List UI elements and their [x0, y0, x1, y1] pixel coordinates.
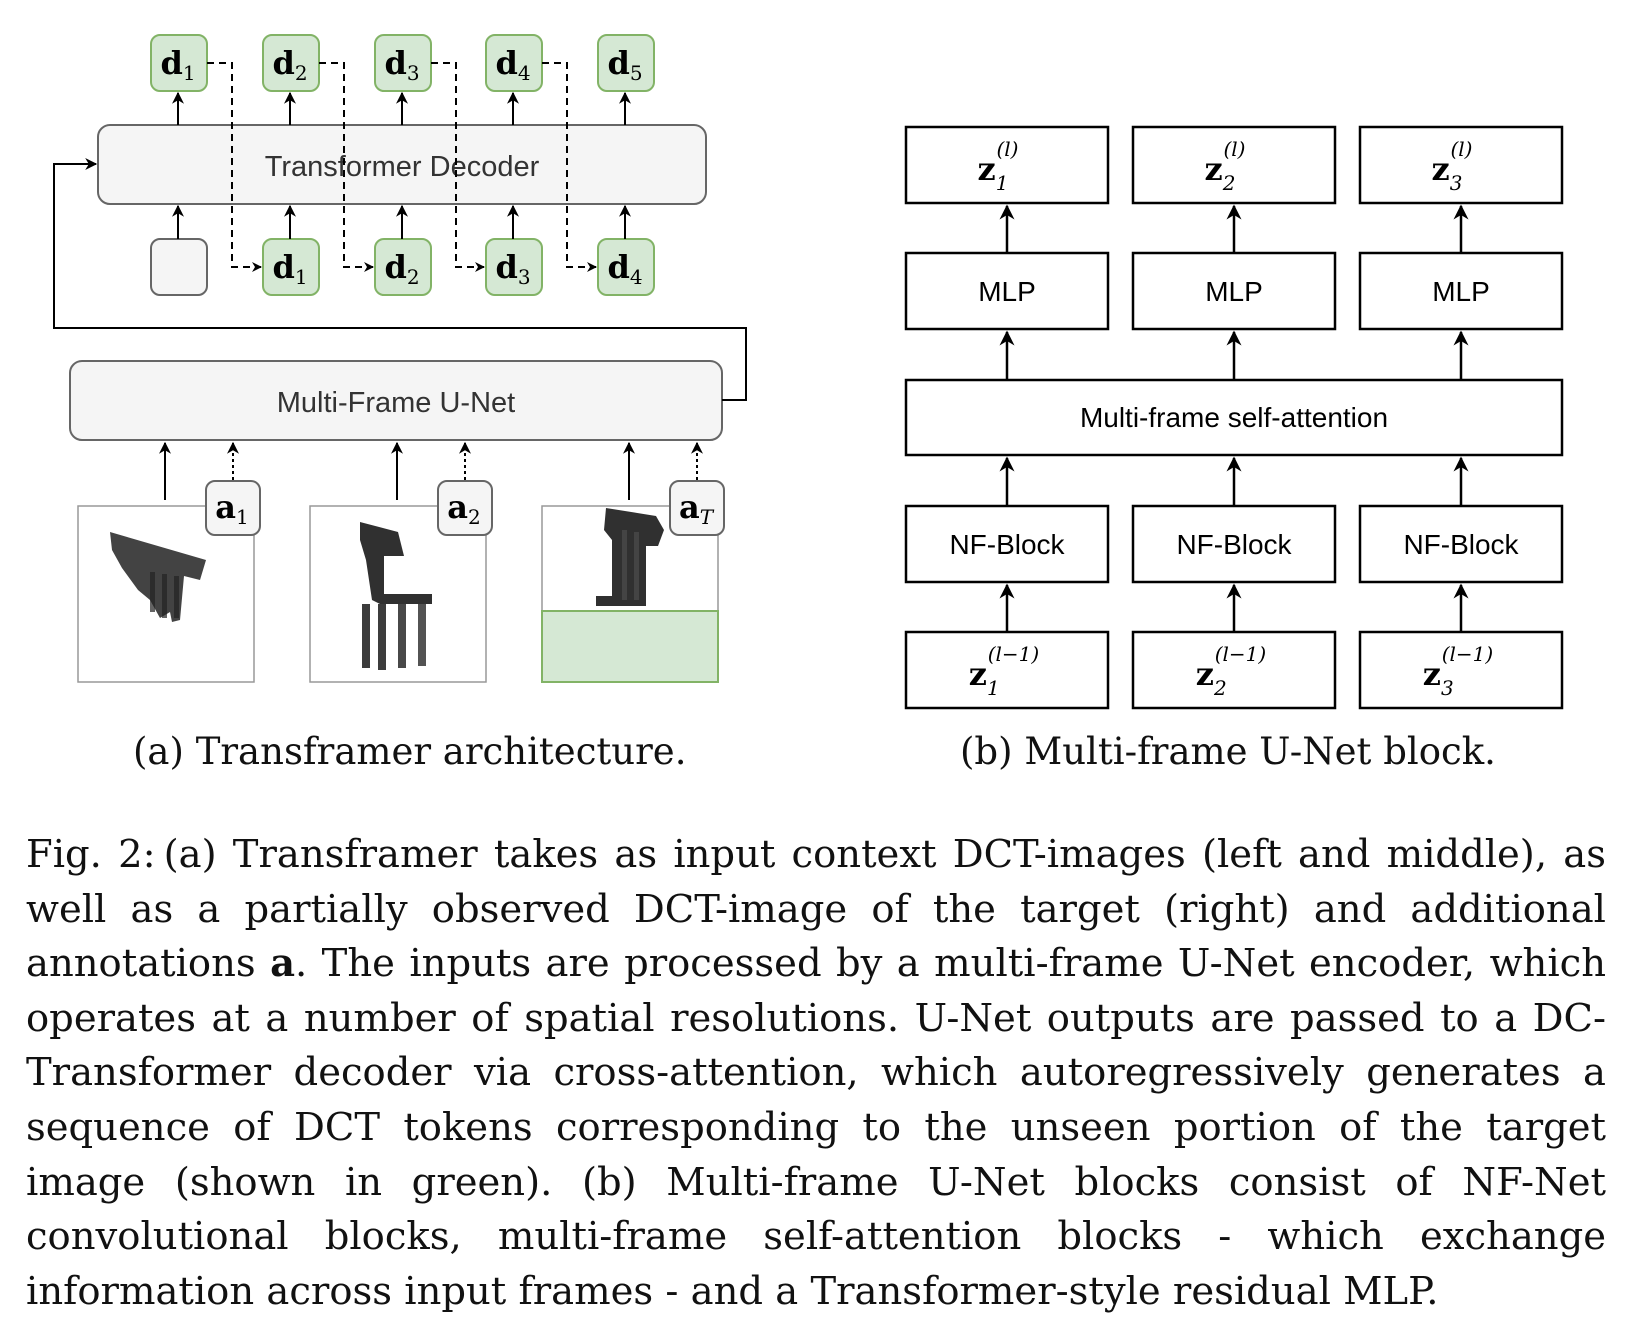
annotation-aT: aT	[669, 480, 725, 536]
output-z-row: z1(l) z2(l) z3(l)	[904, 125, 1564, 205]
output-z3: z3(l)	[1358, 125, 1564, 205]
target-image	[541, 505, 719, 683]
nf-block-label-3: NF-Block	[1403, 529, 1519, 560]
output-token-d2: d2	[262, 34, 320, 92]
mlp-row: MLP MLP MLP	[904, 251, 1564, 331]
decoder-output-arrows	[172, 91, 631, 125]
decoder-input-arrows	[172, 204, 631, 239]
nf-block-label-2: NF-Block	[1176, 529, 1292, 560]
image-input-arrows	[159, 441, 635, 500]
mlp-block-3	[1358, 251, 1564, 331]
annotation-input-arrows	[227, 441, 703, 480]
chair-thumbnail-2	[360, 522, 432, 670]
svg-text:z1(l): z1(l)	[978, 137, 1019, 195]
svg-text:z2(l−1): z2(l−1)	[1196, 642, 1266, 700]
input-token-d2: d2	[374, 238, 432, 296]
autoregressive-dashed-connectors	[207, 62, 597, 272]
svg-text:d5: d5	[607, 44, 642, 85]
nf-block-1	[904, 504, 1110, 584]
input-token-d1: d1	[262, 238, 320, 296]
figure-caption: Fig. 2:(a) Transframer takes as input co…	[26, 828, 1606, 1319]
svg-text:a2: a2	[447, 488, 480, 529]
transformer-decoder-label: Transformer Decoder	[265, 151, 540, 183]
svg-text:a1: a1	[215, 488, 248, 529]
input-z1: z1(l−1)	[904, 630, 1110, 710]
output-token-d3: d3	[374, 34, 432, 92]
mlp-label-2: MLP	[1205, 276, 1263, 307]
svg-text:aT: aT	[679, 488, 715, 529]
panel-b-arrows	[999, 204, 1469, 632]
caption-text-part1: (a) Transframer takes as input context D…	[26, 832, 1606, 987]
caption-bold-symbol: a	[270, 941, 296, 987]
svg-text:d2: d2	[272, 44, 307, 85]
input-z3: z3(l−1)	[1358, 630, 1564, 710]
svg-text:z1(l−1): z1(l−1)	[969, 642, 1039, 700]
caption-label: Fig. 2:	[26, 832, 156, 877]
svg-text:d1: d1	[272, 248, 307, 289]
svg-text:d1: d1	[160, 44, 195, 85]
mlp-label-1: MLP	[978, 276, 1036, 307]
output-token-d1: d1	[150, 34, 208, 92]
start-token	[150, 238, 208, 296]
mlp-label-3: MLP	[1432, 276, 1490, 307]
cross-attention-connector	[53, 158, 747, 401]
multi-frame-unet-label: Multi-Frame U-Net	[277, 387, 515, 419]
decoder-input-tokens: d1 d2 d3 d4	[150, 238, 655, 296]
output-z2: z2(l)	[1131, 125, 1337, 205]
svg-text:d3: d3	[384, 44, 419, 85]
input-token-d4: d4	[597, 238, 655, 296]
caption-text-part2: . The inputs are processed by a multi-fr…	[26, 941, 1607, 1314]
svg-text:d4: d4	[495, 44, 530, 85]
annotation-a1: a1	[205, 480, 261, 536]
svg-text:d4: d4	[607, 248, 642, 289]
svg-text:z2(l): z2(l)	[1205, 137, 1246, 195]
subcaption-a: (a) Transframer architecture.	[133, 730, 687, 773]
input-z2: z2(l−1)	[1131, 630, 1337, 710]
panel-a-transframer-architecture: Transformer Decoder d1 d2 d3	[53, 34, 747, 683]
svg-text:z3(l): z3(l)	[1432, 137, 1473, 195]
decoder-output-tokens: d1 d2 d3 d4	[150, 34, 655, 92]
chair-thumbnail-1	[110, 532, 206, 622]
output-token-d4: d4	[485, 34, 543, 92]
mlp-block-1	[904, 251, 1110, 331]
subcaption-b: (b) Multi-frame U-Net block.	[960, 730, 1496, 773]
nf-block-2	[1131, 504, 1337, 584]
svg-text:d2: d2	[384, 248, 419, 289]
output-token-d5: d5	[597, 34, 655, 92]
input-token-d3: d3	[485, 238, 543, 296]
input-z-row: z1(l−1) z2(l−1) z3(l−1)	[904, 630, 1564, 710]
annotation-a2: a2	[437, 480, 493, 536]
panel-b-multi-frame-unet-block: z1(l) z2(l) z3(l) MLP MLP M	[904, 125, 1564, 710]
self-attention-block	[904, 378, 1564, 457]
chair-thumbnail-target	[596, 508, 664, 606]
unseen-target-region	[541, 610, 719, 683]
mlp-block-2	[1131, 251, 1337, 331]
nf-block-3	[1358, 504, 1564, 584]
output-z1: z1(l)	[904, 125, 1110, 205]
svg-text:d3: d3	[495, 248, 530, 289]
svg-text:z3(l−1): z3(l−1)	[1423, 642, 1493, 700]
self-attention-label: Multi-frame self-attention	[1080, 402, 1388, 433]
nf-block-label-1: NF-Block	[949, 529, 1065, 560]
nf-block-row: NF-Block NF-Block NF-Block	[904, 504, 1564, 584]
